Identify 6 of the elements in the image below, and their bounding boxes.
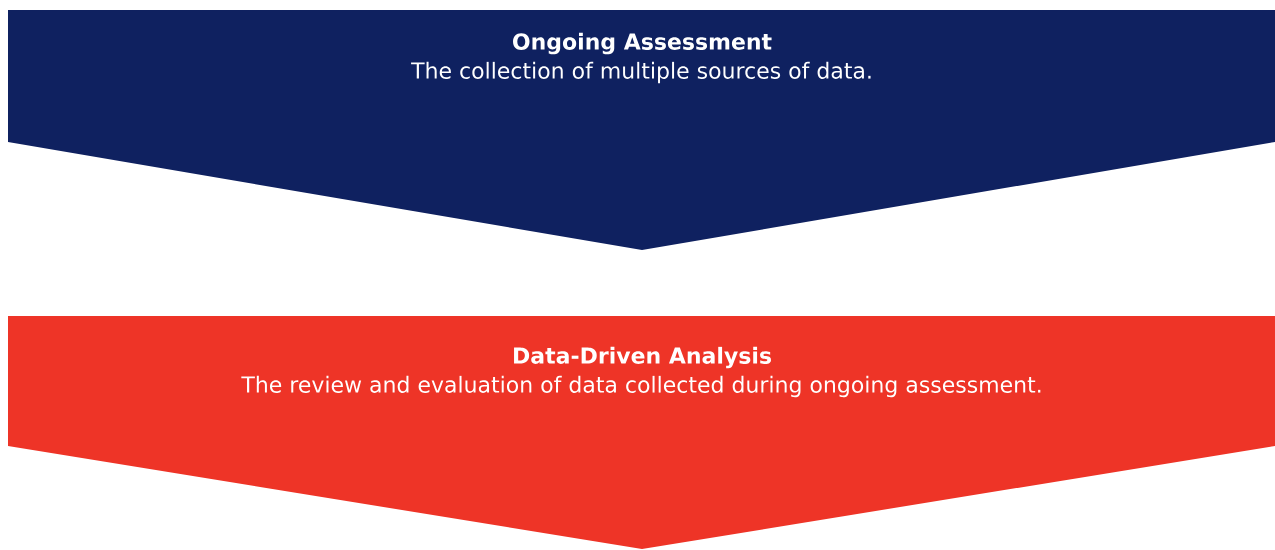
description: The review and evaluation of data collected during ongoing assessment. [241,375,1041,398]
description: The collection of multiple sources of data. [411,61,871,84]
heading: Data-Driven Analysis [514,346,771,369]
chevron-shape [8,316,1275,549]
heading: Ongoing Assessment [513,32,772,55]
chevron-shape [8,10,1275,250]
